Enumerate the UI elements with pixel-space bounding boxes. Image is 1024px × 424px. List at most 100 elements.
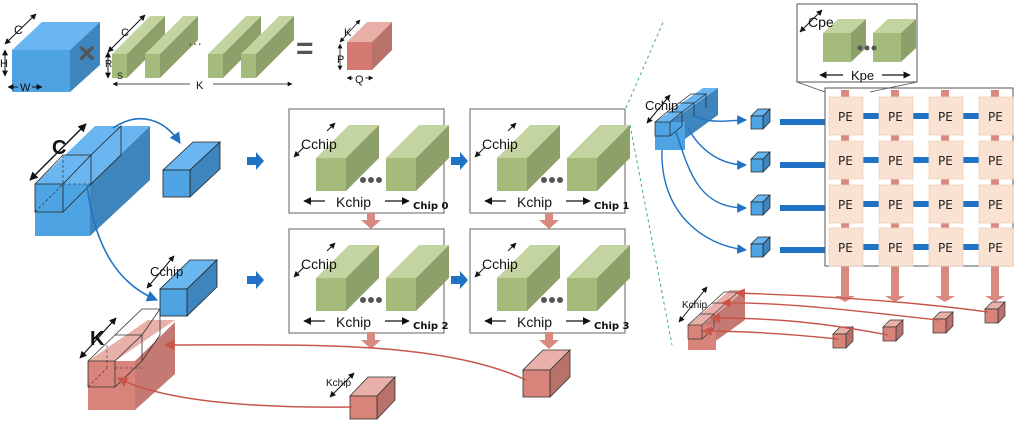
- filter-front-face: [567, 158, 597, 191]
- filter-side-face: [597, 245, 630, 311]
- c-dimension-arrow: [29, 123, 87, 181]
- cchip-arrow-up: [507, 122, 517, 132]
- pe-cell: PE: [928, 227, 964, 267]
- pe-cell: PE: [828, 96, 864, 136]
- pe-cell-label: PE: [838, 241, 853, 255]
- filter-front-face: [386, 158, 416, 191]
- ellipsis-dot: [376, 177, 382, 183]
- filter-top-face: [386, 125, 449, 158]
- split-arrow-top: [112, 118, 181, 144]
- cchip-arrow: [146, 255, 175, 289]
- pe-column-output-cube: [932, 311, 954, 334]
- pe-link: [913, 157, 929, 163]
- accumulate-arrow-bottom: [117, 377, 353, 408]
- pe-level-output-tensor: [687, 290, 745, 350]
- inset-callout-line-right: [869, 81, 918, 93]
- filter-side-face: [527, 125, 560, 191]
- output-dimension-labels: K P Q: [337, 19, 374, 86]
- pe-link: [913, 113, 929, 119]
- pe-column-output-cube: [882, 319, 904, 342]
- filter-front-face: [386, 278, 416, 311]
- pe-cell-label: PE: [888, 241, 903, 255]
- pe-cell: PE: [978, 140, 1014, 180]
- chip-input-c-label: C: [52, 137, 66, 159]
- flow-arrows-red: [361, 213, 559, 349]
- pe-link: [963, 201, 979, 207]
- sub-input-label: Cchip: [150, 264, 183, 279]
- ellipsis-dot: [549, 297, 555, 303]
- pe-cell-label: PE: [988, 241, 1003, 255]
- pe-cell: PE: [878, 184, 914, 224]
- pe-link: [963, 113, 979, 119]
- pe-link: [963, 244, 979, 250]
- pe-column-output-cube: [832, 326, 854, 349]
- ellipsis-dot: [549, 177, 555, 183]
- partial-output-chip3: [522, 349, 571, 398]
- output-p-label: P: [337, 54, 344, 66]
- section-divider-bottom: [629, 124, 673, 346]
- filter-side-face: [597, 125, 630, 191]
- pe-cell-label: PE: [938, 198, 953, 212]
- filter-3: [208, 16, 261, 78]
- chip-name-label: Chip 2: [413, 321, 449, 332]
- section-divider-top: [625, 19, 665, 109]
- filter-front-face: [497, 278, 527, 311]
- ellipsis-dot: [376, 297, 382, 303]
- ellipsis-dot: [541, 297, 547, 303]
- filter-top-face: [567, 245, 630, 278]
- cchip-arrow-down: [293, 266, 305, 278]
- pe-link: [863, 244, 879, 250]
- multiply-operator: ×: [78, 37, 96, 70]
- filter-top-face: [386, 245, 449, 278]
- pe-cell-label: PE: [988, 198, 1003, 212]
- pe-cell-label: PE: [938, 110, 953, 124]
- filter-side-face: [527, 245, 560, 311]
- pe-cell: PE: [978, 184, 1014, 224]
- pe-level-input-tensor: [654, 88, 718, 150]
- pe-row-input-cube: [750, 151, 771, 173]
- pe-link: [863, 201, 879, 207]
- pe-distribution-arrows: [661, 114, 747, 254]
- pe-link: [963, 157, 979, 163]
- inset-k-label: Kpe: [851, 68, 874, 83]
- partial-output-chip2: [349, 375, 396, 421]
- ellipsis-dot: [557, 297, 563, 303]
- pe-cell: PE: [928, 96, 964, 136]
- ellipsis-dot: [360, 297, 366, 303]
- filter-top-face: [316, 125, 379, 158]
- chip-k-label: Kchip: [336, 194, 371, 210]
- chip-k-label: Kchip: [336, 314, 371, 330]
- chip-k-label: Kchip: [517, 314, 552, 330]
- pe-cell: PE: [878, 96, 914, 136]
- pe-link: [913, 201, 929, 207]
- input-w-label: W: [20, 82, 31, 94]
- input-h-label: H: [0, 58, 8, 70]
- partial-output-label: Kchip: [326, 378, 351, 389]
- chip-c-label: Cchip: [301, 256, 337, 272]
- input-c-label: C: [14, 23, 23, 37]
- filter-front-face: [316, 158, 346, 191]
- input-dimension-labels: C H W: [0, 13, 43, 94]
- pe-link: [913, 244, 929, 250]
- split-arrow-bottom: [86, 184, 159, 302]
- pe-cell-label: PE: [988, 110, 1003, 124]
- weight-r-label: R: [105, 59, 112, 70]
- weight-k-label: K: [196, 80, 204, 92]
- output-k-label: K: [344, 27, 352, 39]
- pe-row-bus: [780, 119, 830, 125]
- pe-cell-label: PE: [938, 154, 953, 168]
- filter-top-face: [316, 245, 379, 278]
- filter-2: [145, 16, 198, 78]
- weight-dimension-labels: C R S K: [105, 14, 293, 92]
- cchip-arrow-down: [474, 266, 486, 278]
- pe-row-bus: [780, 162, 830, 168]
- filter-front-face: [497, 158, 527, 191]
- chip-c-label: Cchip: [482, 136, 518, 152]
- weight-c-label: C: [121, 27, 129, 39]
- pe-link: [863, 113, 879, 119]
- pe-cell-label: PE: [888, 198, 903, 212]
- chip-k-label: Kchip: [517, 194, 552, 210]
